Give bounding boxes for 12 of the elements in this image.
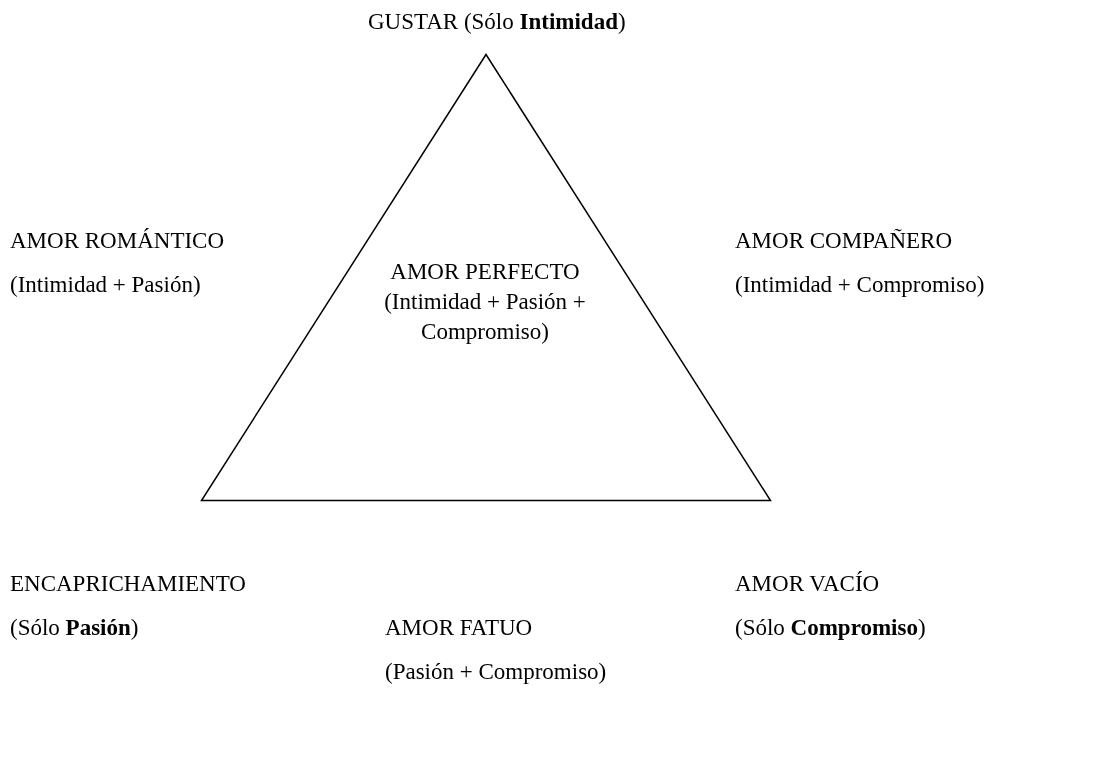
love-type-label: GUSTAR (Sólo Intimidad) (368, 8, 626, 36)
love-type-label: AMOR VACÍO (735, 570, 880, 598)
love-type-label: AMOR FATUO (385, 614, 533, 642)
node-text: AMOR PERFECTO (Intimidad + Pasión + Compromiso) (383, 258, 587, 346)
love-type-label: (Sólo Pasión) (10, 614, 139, 642)
love-type-label: AMOR ROMÁNTICO (10, 227, 225, 255)
love-type-label: AMOR COMPAÑERO (735, 227, 953, 255)
love-type-label: ENCAPRICHAMIENTO (10, 570, 246, 598)
love-type-label: (Pasión + Compromiso) (385, 658, 607, 686)
love-type-label: (Intimidad + Compromiso) (735, 271, 985, 299)
love-type-label: (Intimidad + Pasión) (10, 271, 201, 299)
love-type-label: (Sólo Compromiso) (735, 614, 926, 642)
